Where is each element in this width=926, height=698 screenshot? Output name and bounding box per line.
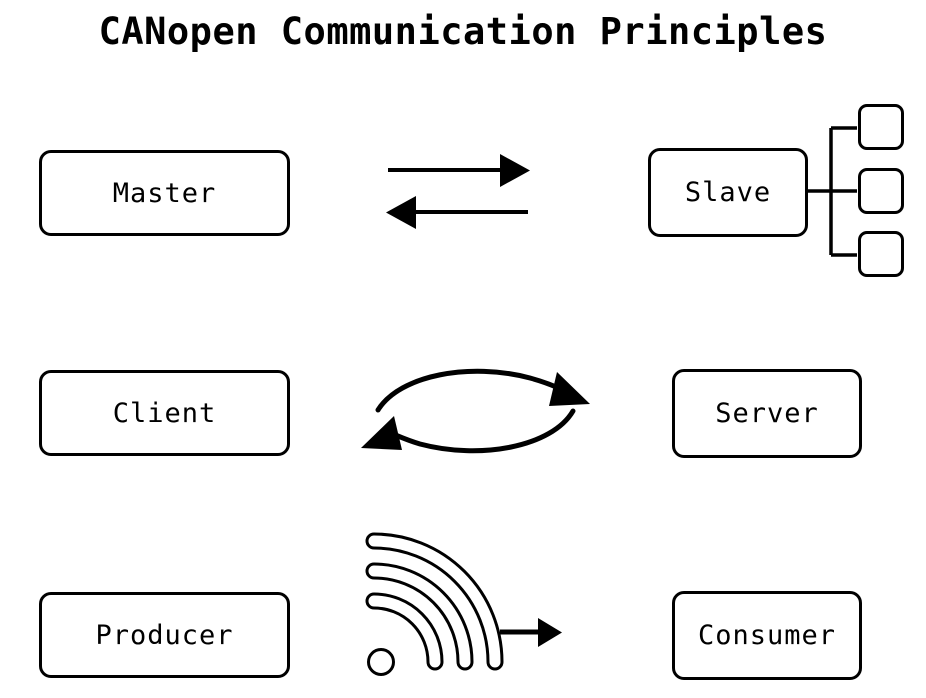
arrow-right-icon	[388, 154, 530, 187]
slave-sub-node-3	[858, 231, 904, 277]
slave-node: Slave	[648, 148, 808, 237]
producer-node-label: Producer	[95, 619, 234, 651]
master-node: Master	[39, 150, 290, 236]
curved-arrow-right-icon	[375, 368, 590, 413]
server-node: Server	[672, 369, 862, 458]
client-node-label: Client	[112, 397, 217, 429]
server-node-label: Server	[715, 398, 819, 429]
broadcast-waves-icon	[365, 532, 504, 676]
arrow-right-small-icon	[500, 618, 562, 647]
client-node: Client	[39, 370, 290, 456]
arrow-left-icon	[386, 196, 528, 229]
consumer-node-label: Consumer	[697, 620, 837, 651]
curved-arrow-left-icon	[361, 408, 576, 454]
master-node-label: Master	[112, 177, 217, 209]
slave-sub-node-1	[858, 104, 904, 150]
slave-sub-node-2	[858, 168, 904, 214]
page-title: CANopen Communication Principles	[98, 10, 828, 53]
producer-node: Producer	[39, 592, 290, 678]
slave-node-label: Slave	[684, 177, 772, 208]
tree-branch-connector-icon	[808, 126, 857, 257]
consumer-node: Consumer	[672, 591, 862, 680]
